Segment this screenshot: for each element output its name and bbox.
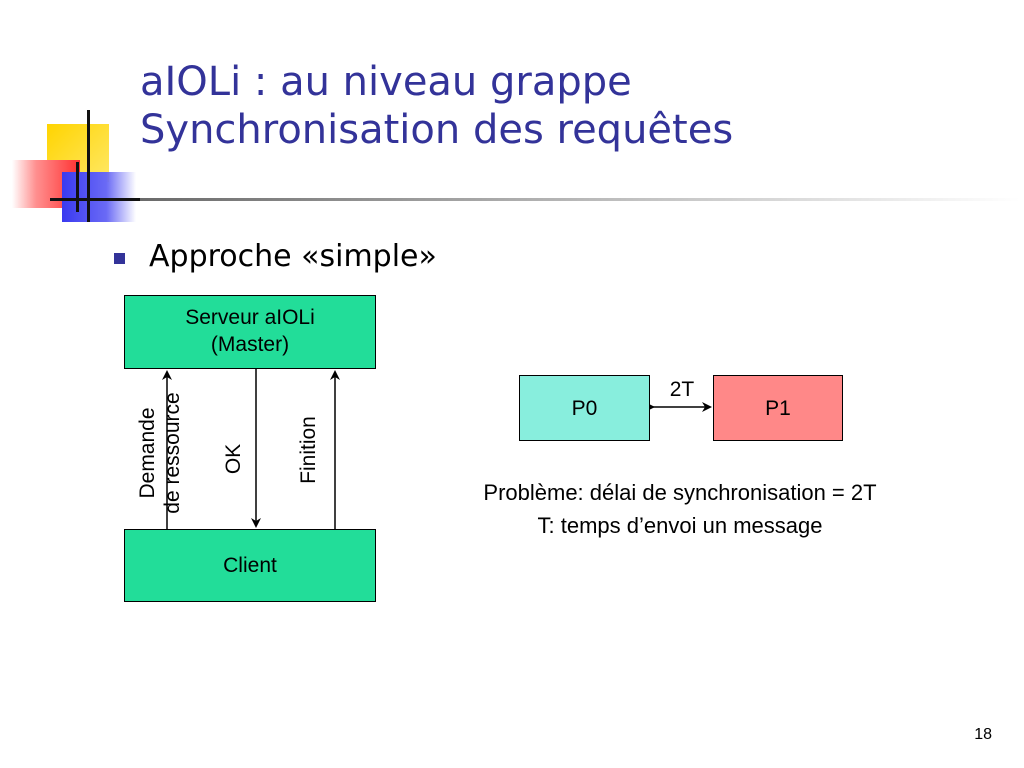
master-server-box: Serveur aIOLi (Master) (124, 295, 376, 369)
client-box: Client (124, 529, 376, 602)
page-number: 18 (974, 726, 992, 743)
problem-line2: T: temps d’envoi un message (537, 513, 823, 538)
slide-title-line1: aIOLi : au niveau grappe (140, 59, 632, 105)
process-p0-box: P0 (519, 375, 650, 441)
slide-title: aIOLi : au niveau grappe Synchronisation… (140, 58, 733, 154)
link-delay-label: 2T (669, 378, 695, 401)
bullet-item: Approche «simple» (114, 236, 437, 276)
slide-title-line2: Synchronisation des requêtes (140, 107, 734, 153)
problem-statement: Problème: délai de synchronisation = 2T … (400, 476, 960, 542)
process-p1-box: P1 (713, 375, 843, 441)
decor-title-underline-dark (50, 198, 140, 201)
decor-vertical-line (87, 110, 90, 222)
label-request: Demande de ressource (136, 392, 184, 514)
label-finish: Finition (297, 416, 320, 484)
bullet-text: Approche «simple» (149, 238, 437, 274)
bullet-square-icon (114, 252, 125, 264)
decor-vertical-line-short (76, 162, 79, 212)
decor-blue-square (62, 172, 136, 222)
problem-line1: Problème: délai de synchronisation = 2T (483, 480, 877, 505)
label-ok: OK (222, 443, 245, 475)
decor-title-underline (140, 198, 1020, 201)
